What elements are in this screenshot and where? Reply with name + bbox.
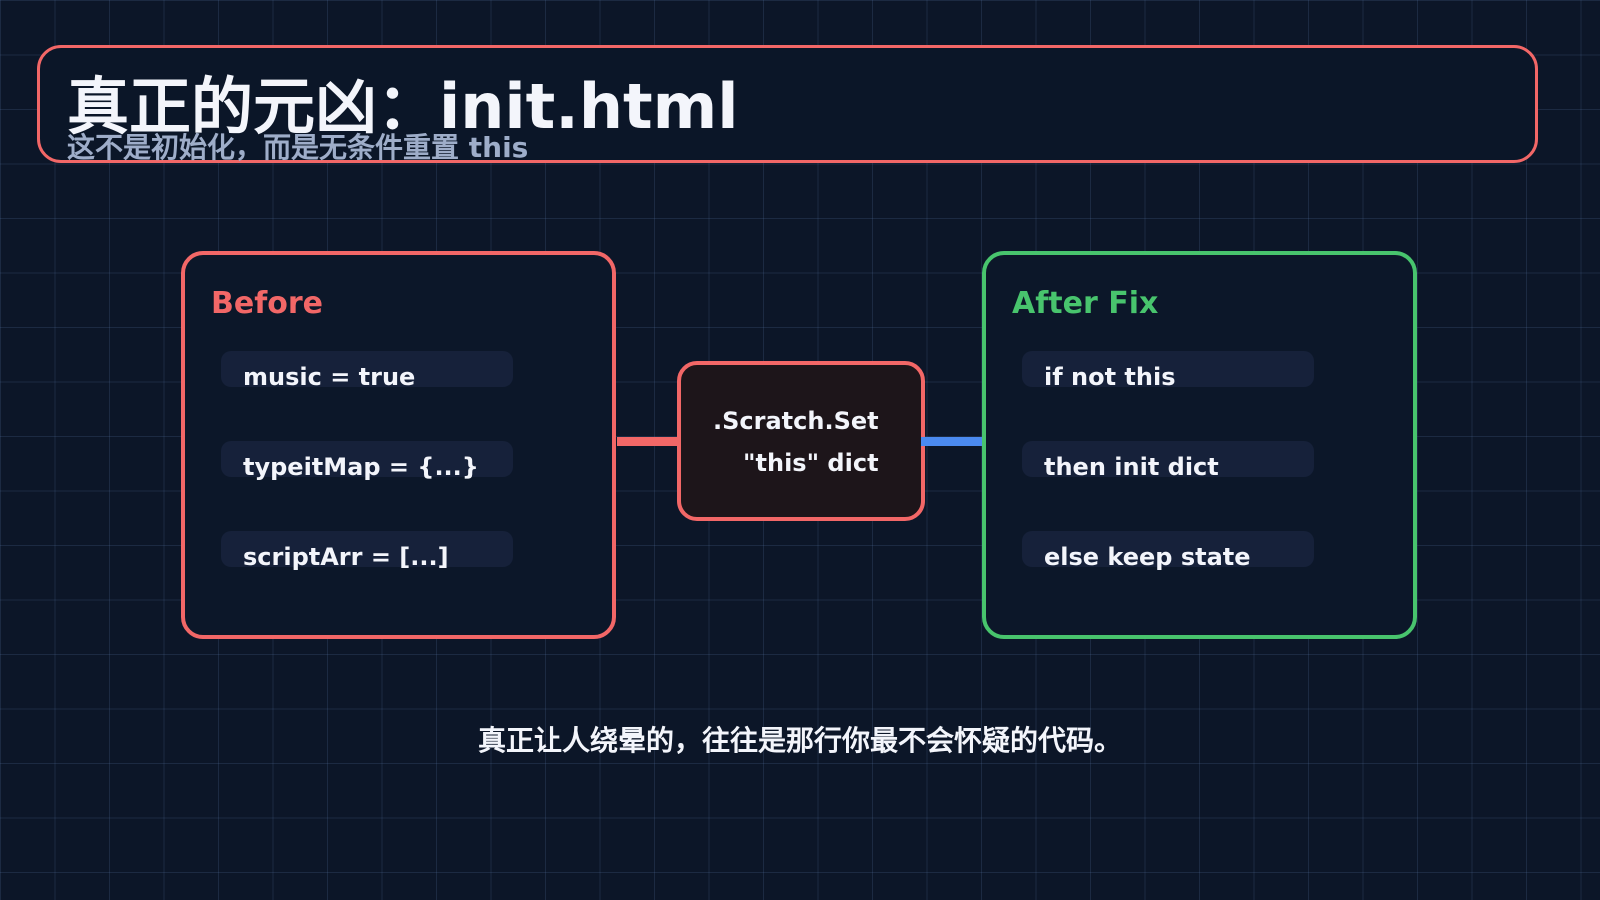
after-item-label: then init dict [1044, 453, 1219, 481]
after-item: else keep state [1022, 531, 1314, 571]
after-panel: After Fix if not this then init dict els… [982, 251, 1417, 639]
before-item: scriptArr = [...] [221, 531, 513, 571]
after-panel-title: After Fix [1012, 286, 1159, 321]
after-item-label: else keep state [1044, 543, 1251, 571]
before-connector [617, 437, 677, 446]
before-item-label: scriptArr = [...] [243, 543, 449, 571]
before-item-label: music = true [243, 363, 416, 391]
after-connector [921, 437, 982, 446]
page-subtitle: 这不是初始化，而是无条件重置 this [67, 131, 529, 164]
center-node-line1: .Scratch.Set [713, 407, 879, 435]
before-panel-title: Before [211, 286, 324, 321]
title-frame [37, 45, 1538, 163]
before-item: typeitMap = {...} [221, 441, 513, 481]
center-node-line2: "this" dict [743, 449, 879, 477]
before-item-label: typeitMap = {...} [243, 453, 479, 481]
caption: 真正让人绕晕的，往往是那行你最不会怀疑的代码。 [477, 724, 1122, 757]
center-node: .Scratch.Set "this" dict [677, 361, 925, 521]
before-panel: Before music = true typeitMap = {...} sc… [181, 251, 616, 639]
after-item: then init dict [1022, 441, 1314, 481]
after-item-label: if not this [1044, 363, 1176, 391]
after-item: if not this [1022, 351, 1314, 391]
before-item: music = true [221, 351, 513, 391]
page-title: 真正的元凶：init.html [67, 70, 739, 143]
